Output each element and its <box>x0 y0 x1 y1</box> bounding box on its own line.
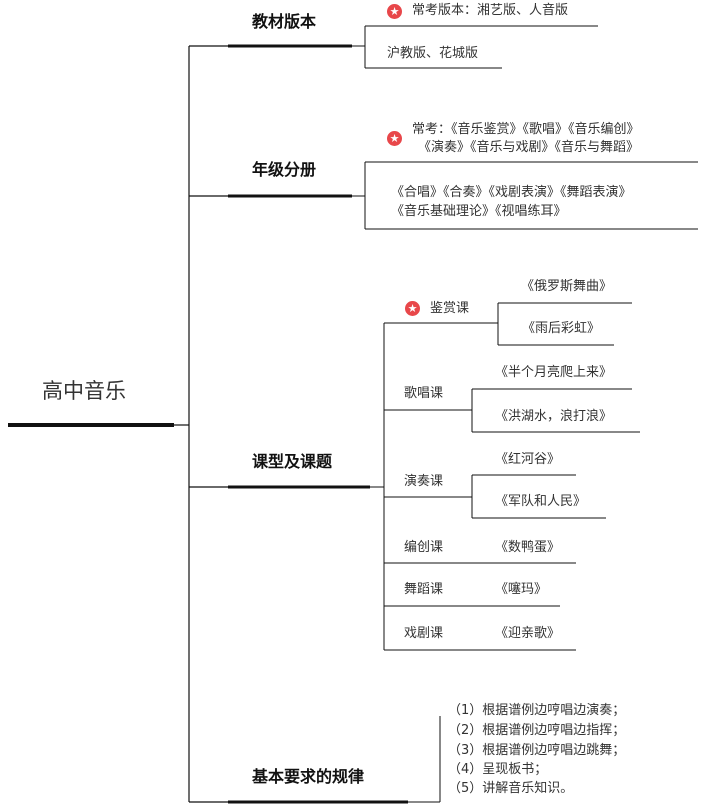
lesson-type-creation[interactable]: 编创课 <box>404 540 444 555</box>
lesson-type-appreciation[interactable]: 鉴赏课 <box>430 301 470 316</box>
edition-other[interactable]: 沪教版、花城版 <box>387 46 479 61</box>
rule-item[interactable]: （5）讲解音乐知识。 <box>448 781 574 796</box>
song-item[interactable]: 《迎亲歌》 <box>495 626 561 641</box>
lesson-type-dance[interactable]: 舞蹈课 <box>404 582 444 597</box>
song-item[interactable]: 《数鸭蛋》 <box>495 540 561 555</box>
star-icon: ★ <box>387 4 402 19</box>
branch-edition-title[interactable]: 教材版本 <box>252 12 317 31</box>
rule-item[interactable]: （4）呈现板书； <box>448 762 548 777</box>
star-icon: ★ <box>387 131 402 146</box>
song-item[interactable]: 《半个月亮爬上来》 <box>495 365 613 380</box>
star-icon: ★ <box>405 301 420 316</box>
grade-other-line2[interactable]: 《音乐基础理论》《视唱练耳》 <box>391 204 567 219</box>
edition-common[interactable]: 常考版本：湘艺版、人音版 <box>412 3 569 18</box>
grade-common-line1[interactable]: 常考：《音乐鉴赏》《歌唱》《音乐编创》 <box>412 122 640 137</box>
lesson-type-drama[interactable]: 戏剧课 <box>404 626 444 641</box>
branch-lessons-title[interactable]: 课型及课题 <box>252 452 333 471</box>
song-item[interactable]: 《噻玛》 <box>495 582 548 597</box>
rule-item[interactable]: （1）根据谱例边哼唱边演奏； <box>448 703 626 718</box>
rule-item[interactable]: （2）根据谱例边哼唱边指挥； <box>448 723 626 738</box>
lesson-type-singing[interactable]: 歌唱课 <box>404 386 444 401</box>
grade-common-line2[interactable]: 《演奏》《音乐与戏剧》《音乐与舞蹈》 <box>418 140 640 155</box>
branch-grade-title[interactable]: 年级分册 <box>252 160 317 179</box>
grade-other-line1[interactable]: 《合唱》《合奏》《戏剧表演》《舞蹈表演》 <box>391 185 632 200</box>
song-item[interactable]: 《俄罗斯舞曲》 <box>521 279 613 294</box>
rule-item[interactable]: （3）根据谱例边哼唱边跳舞； <box>448 743 626 758</box>
song-item[interactable]: 《雨后彩虹》 <box>522 321 601 336</box>
song-item[interactable]: 《红河谷》 <box>495 452 561 467</box>
song-item[interactable]: 《洪湖水，浪打浪》 <box>495 409 613 424</box>
lesson-type-performance[interactable]: 演奏课 <box>404 474 444 489</box>
song-item[interactable]: 《军队和人民》 <box>495 494 587 509</box>
branch-rules-title[interactable]: 基本要求的规律 <box>252 767 365 786</box>
root-topic[interactable]: 高中音乐 <box>42 379 126 403</box>
